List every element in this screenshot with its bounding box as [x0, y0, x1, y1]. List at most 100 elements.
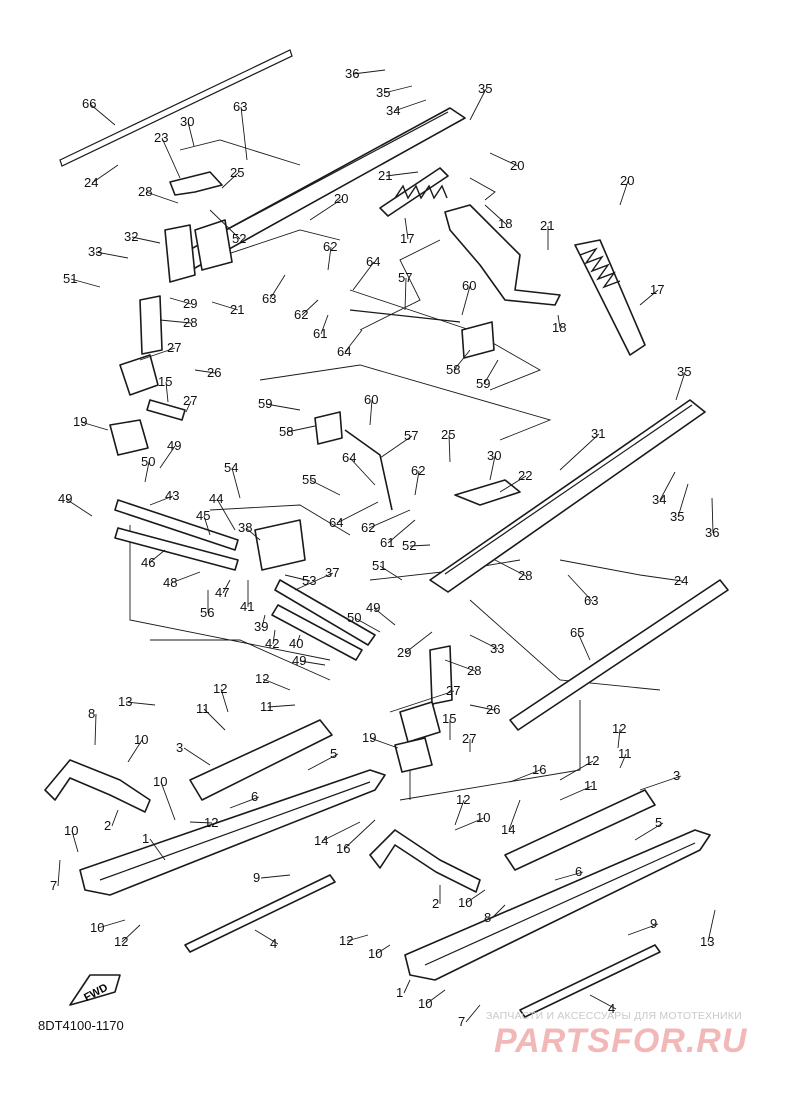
leader-line — [165, 381, 169, 403]
leader-line — [389, 690, 455, 713]
leader-line — [639, 289, 659, 306]
leader-line — [240, 106, 248, 161]
part-callout-label: 6 — [251, 789, 258, 804]
leader-line — [261, 614, 266, 628]
part-callout-label: 19 — [73, 414, 87, 429]
part-callout-label: 64 — [337, 344, 351, 359]
ski-1a-ridge — [99, 781, 371, 881]
part-callout-label: 44 — [209, 491, 223, 506]
shock-absorber-17a-body — [379, 167, 449, 217]
leader-line — [131, 236, 161, 244]
leader-line — [203, 515, 211, 536]
leader-line — [375, 944, 391, 955]
part-callout-label: 24 — [84, 175, 98, 190]
leader-line — [321, 821, 361, 842]
part-callout-label: 54 — [224, 460, 238, 475]
leader-line — [145, 191, 179, 204]
leader-line — [183, 747, 211, 766]
bracket-23 — [169, 171, 223, 196]
leader-line — [229, 796, 260, 809]
part-callout-label: 33 — [490, 641, 504, 656]
leader-line — [57, 859, 61, 887]
part-callout-label: 21 — [230, 302, 244, 317]
leader-line — [369, 737, 399, 749]
part-callout-label: 10 — [64, 823, 78, 838]
leader-line — [403, 979, 411, 994]
part-callout-label: 10 — [134, 732, 148, 747]
part-callout-label: 12 — [114, 934, 128, 949]
leader-line — [559, 785, 593, 801]
part-callout-label: 20 — [334, 191, 348, 206]
part-callout-label: 26 — [486, 702, 500, 717]
part-callout-label: 25 — [230, 165, 244, 180]
leader-line — [465, 889, 486, 904]
leader-line — [454, 817, 485, 831]
leader-line — [209, 209, 241, 240]
leader-line — [577, 632, 591, 661]
part-callout-label: 64 — [342, 450, 356, 465]
block-19b — [394, 737, 433, 773]
leader-line — [385, 171, 419, 177]
leader-line — [404, 217, 409, 240]
leader-line — [139, 347, 176, 361]
leader-line — [95, 251, 129, 259]
leader-line — [343, 819, 376, 850]
leader-line — [461, 285, 471, 316]
part-callout-label: 12 — [456, 792, 470, 807]
part-callout-label: 27 — [167, 340, 181, 355]
part-callout-label: 5 — [330, 746, 337, 761]
rail-strip-66 — [59, 49, 293, 167]
part-callout-label: 11 — [260, 699, 274, 714]
tie-rod-40 — [271, 604, 363, 661]
leader-line — [675, 371, 686, 401]
part-callout-label: 19 — [362, 730, 376, 745]
part-callout-label: 62 — [294, 307, 308, 322]
leader-line — [159, 319, 192, 324]
part-callout-label: 41 — [240, 599, 254, 614]
part-callout-label: 14 — [501, 822, 515, 837]
part-callout-label: 5 — [655, 815, 662, 830]
part-callout-label: 17 — [400, 231, 414, 246]
part-callout-label: 62 — [323, 239, 337, 254]
part-callout-label: 11 — [196, 701, 210, 716]
part-callout-label: 7 — [50, 878, 57, 893]
part-callout-label: 11 — [618, 746, 632, 761]
leader-line — [194, 369, 216, 374]
part-callout-label: 16 — [532, 762, 546, 777]
leader-line — [286, 425, 316, 433]
leader-line — [469, 634, 499, 650]
part-callout-label: 35 — [677, 364, 691, 379]
leader-line — [170, 571, 201, 584]
leader-line — [169, 297, 192, 305]
leader-line — [127, 739, 143, 763]
leader-line — [619, 180, 629, 206]
leader-line — [617, 728, 621, 749]
leader-line — [508, 799, 521, 831]
leader-line — [272, 629, 276, 645]
part-callout-label: 61 — [380, 535, 394, 550]
leader-line — [453, 349, 471, 371]
callout-leader-lines — [57, 69, 716, 1023]
part-callout-label: 55 — [302, 472, 316, 487]
ski-bracket-3b — [504, 789, 656, 871]
leader-line — [404, 277, 407, 311]
part-callout-label: 26 — [207, 365, 221, 380]
part-callout-label: 21 — [540, 218, 554, 233]
part-callout-label: 3 — [673, 768, 680, 783]
part-callout-label: 10 — [368, 946, 382, 961]
leader-line — [125, 701, 156, 706]
part-callout-label: 12 — [612, 721, 626, 736]
leader-line — [91, 164, 119, 184]
part-callout-label: 8 — [484, 910, 491, 925]
leader-line — [707, 909, 716, 943]
part-callout-label: 57 — [404, 428, 418, 443]
leader-line — [373, 607, 396, 626]
part-callout-label: 59 — [476, 376, 490, 391]
leader-line — [425, 989, 446, 1005]
leader-line — [221, 172, 239, 189]
leader-line — [245, 527, 261, 541]
part-callout-label: 17 — [650, 282, 664, 297]
leader-line — [469, 704, 495, 711]
